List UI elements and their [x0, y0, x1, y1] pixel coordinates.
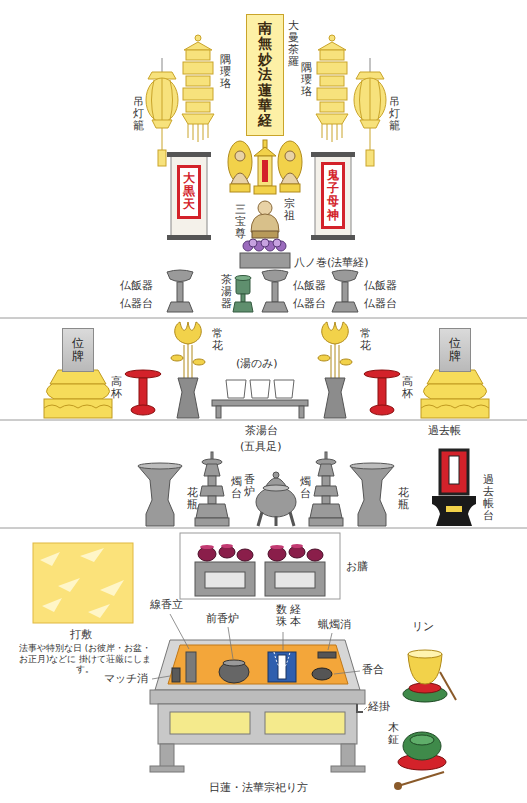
part-label: 木鉦 — [388, 722, 399, 746]
ihai-base — [421, 370, 489, 418]
part-label: 高杯 — [111, 376, 122, 400]
part-label: 三宝尊 — [235, 204, 246, 240]
hanging-lantern — [146, 58, 178, 166]
mandala-scroll: 南無妙法蓮華経 — [246, 14, 284, 136]
part-label: お膳 — [346, 560, 368, 573]
ihai-tablet: 位牌 — [62, 328, 94, 372]
part-label: 花瓶 — [187, 487, 198, 511]
yoraku-ornament — [316, 35, 348, 142]
part-label: 大曼荼羅 — [288, 20, 299, 68]
ozen-box — [180, 533, 340, 599]
part-label: マッチ消 — [104, 672, 148, 685]
part-label: 吊灯籠 — [389, 96, 400, 132]
part-label: 数珠 — [276, 604, 287, 628]
buppanki-cup — [262, 270, 288, 312]
kohai-stand — [125, 370, 161, 415]
part-label: 経掛 — [368, 700, 390, 713]
uchishiki-cloth — [33, 543, 133, 623]
part-label: 高杯 — [402, 376, 413, 400]
flower-vase — [350, 463, 394, 526]
node-text: 鬼子母神 — [327, 169, 339, 222]
part-label: 八ノ巻(法華経) — [294, 256, 369, 269]
part-label: 花瓶 — [398, 487, 409, 511]
kohai-stand — [364, 370, 400, 415]
sanpouson-statues — [228, 140, 302, 194]
jouka-lotus — [171, 322, 205, 418]
part-label: 過去帳台 — [483, 474, 494, 522]
part-label: 隅瓔珞 — [220, 54, 231, 90]
rin-bell — [403, 650, 456, 702]
node-text: 位牌 — [72, 337, 84, 363]
yunomi-tray — [212, 380, 308, 418]
part-label: 隅瓔珞 — [301, 62, 312, 98]
part-label: 香合 — [362, 663, 384, 676]
part-label: (五具足) — [240, 440, 282, 453]
part-label: 仏飯器 — [120, 279, 153, 292]
part-label: 仏器台 — [120, 297, 153, 310]
kishimojin-scroll: 鬼子母神 — [321, 162, 345, 229]
part-label: 常花 — [360, 328, 371, 352]
ihai-tablet: 位牌 — [439, 328, 471, 372]
part-label: (湯のみ) — [236, 357, 278, 370]
hanging-lantern — [354, 58, 386, 166]
candle-stand — [195, 452, 229, 526]
node-text: 位牌 — [449, 337, 461, 363]
part-label: 常花 — [212, 328, 223, 352]
note-text: 法事や特別な日 (お彼岸・お盆・お正月)などに 掛けて荘厳にします。 — [18, 643, 152, 675]
part-label: 線香立 — [150, 598, 183, 611]
maedukue-table — [150, 640, 365, 772]
ihai-base — [44, 370, 112, 418]
part-label: 吊灯籠 — [133, 96, 144, 132]
buppanki-cup — [332, 270, 358, 312]
hachinomaki-stand — [240, 239, 290, 268]
part-label: 茶湯台 — [245, 424, 278, 437]
candle-stand — [309, 452, 343, 526]
part-label: 仏飯器 — [364, 279, 397, 292]
tea-vessel — [233, 276, 253, 313]
jouka-lotus — [318, 322, 352, 418]
daikokuten-scroll: 大黒天 — [177, 165, 201, 219]
yoraku-ornament — [182, 35, 214, 142]
part-label: 蝋燭消 — [318, 618, 351, 631]
hanging-scroll-frames — [167, 152, 355, 240]
part-label: 燭台 — [300, 476, 311, 500]
shelf-lines — [0, 318, 527, 528]
part-label: リン — [412, 620, 434, 633]
part-label: 打敷 — [70, 628, 92, 641]
part-label: 経本 — [290, 604, 301, 628]
kakocho-book — [432, 450, 476, 526]
founder-statue — [251, 201, 279, 238]
leader-lines — [152, 614, 367, 710]
mokusho — [394, 732, 446, 790]
part-label: 仏器台 — [364, 297, 397, 310]
part-label: 燭台 — [231, 476, 242, 500]
part-label: 香炉 — [244, 474, 255, 498]
part-label: 宗祖 — [284, 198, 295, 222]
caption: 日蓮・法華宗祀り方 — [209, 780, 308, 795]
part-label: 仏飯器 — [293, 279, 326, 292]
flower-vase — [138, 463, 182, 526]
part-label: 仏器台 — [293, 297, 326, 310]
node-text: 大黒天 — [183, 172, 195, 212]
part-label: 茶湯器 — [221, 274, 232, 310]
part-label: 前香炉 — [206, 612, 239, 625]
buppanki-cup — [167, 270, 193, 312]
incense-burner — [256, 472, 296, 526]
node-text: 南無妙法蓮華経 — [258, 21, 272, 129]
part-label: 過去帳 — [428, 424, 461, 437]
